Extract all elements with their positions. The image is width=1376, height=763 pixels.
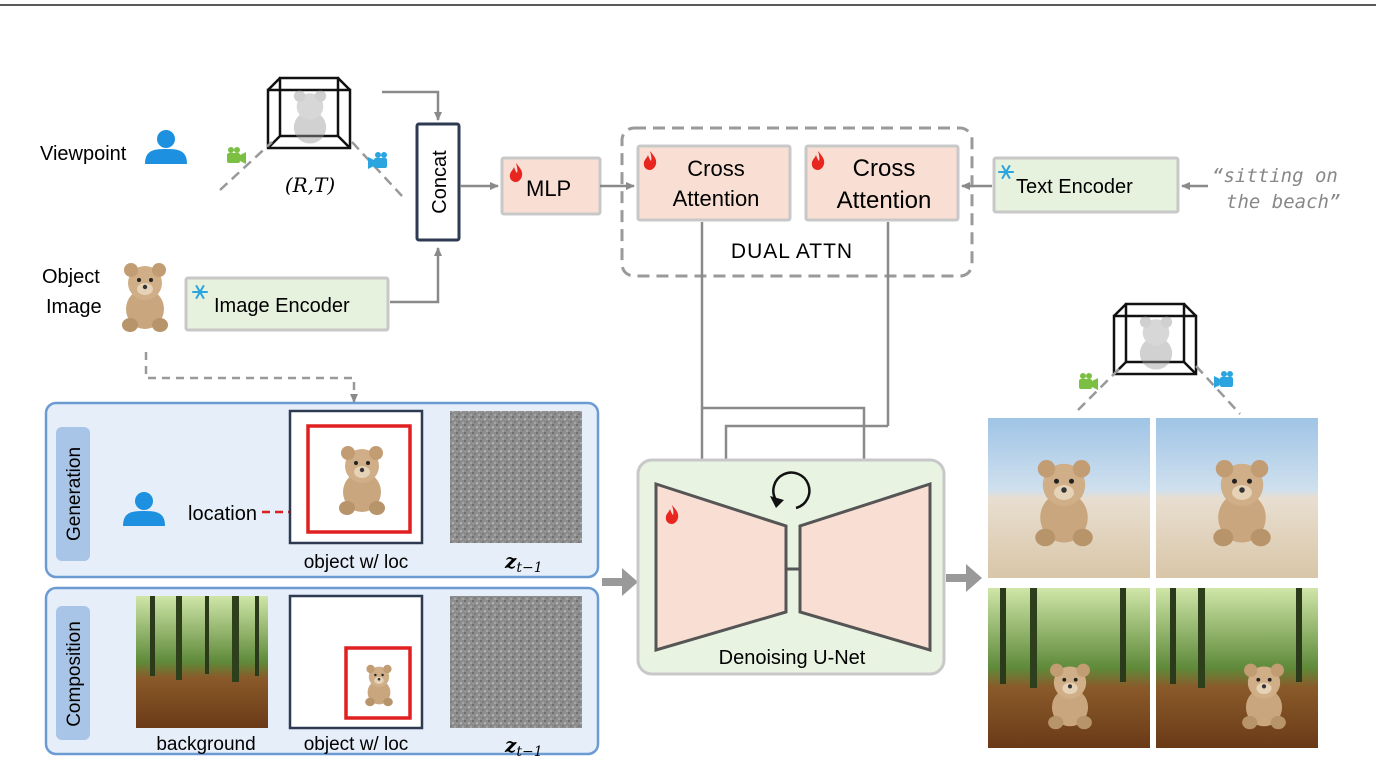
- cross-attention-1-line2: Attention: [673, 186, 760, 211]
- concat-box: [415, 122, 461, 242]
- composition-latent-caption: zt−1: [504, 733, 543, 760]
- cross-attention-1-box: [636, 144, 792, 222]
- unet-decoder: [798, 481, 932, 653]
- location-label: location: [188, 503, 257, 525]
- camera-green-icon: [227, 147, 246, 164]
- generation-tab: [56, 427, 90, 561]
- text-encoder-box: [992, 156, 1180, 214]
- camera-blue-icon: [368, 152, 387, 169]
- dual-attn-label: DUAL ATTN: [731, 240, 853, 263]
- generation-latent-caption: zt−1: [504, 549, 543, 576]
- viewpoint-person-icon: [145, 130, 187, 164]
- viewpoint-cube-icon: [266, 76, 352, 150]
- arrow-object-to-generation: [144, 352, 358, 403]
- background-caption: background: [156, 734, 255, 755]
- camera-right-ray: [351, 141, 403, 197]
- viewpoint-label: Viewpoint: [40, 143, 127, 165]
- arrow-pose-to-concat: [382, 90, 442, 121]
- generation-title: Generation: [64, 447, 85, 541]
- arrow-unet-to-outputs: [946, 564, 982, 592]
- output-beach-view-2: [1156, 418, 1318, 578]
- background-image: [136, 596, 268, 728]
- output-camera-left-ray: [1077, 365, 1123, 411]
- output-camera-right-ray: [1195, 365, 1241, 415]
- composition-object-caption: object w/ loc: [304, 734, 409, 755]
- arrow-panels-to-unet: [602, 568, 638, 596]
- cross-attention-1-line1: Cross: [687, 156, 744, 181]
- generation-latent-noise: [450, 411, 582, 543]
- output-camera-blue-icon: [1214, 371, 1233, 388]
- cross-attention-2-line1: Cross: [853, 155, 916, 182]
- composition-latent-noise: [450, 596, 582, 728]
- composition-red-box: [344, 646, 412, 720]
- prompt-line1: “sitting on: [1212, 165, 1338, 187]
- loop-icon: [772, 471, 811, 510]
- output-forest-view-1: [988, 588, 1150, 748]
- mlp-label: MLP: [526, 176, 571, 201]
- pose-label: (R,T): [285, 173, 335, 197]
- output-cube-icon: [1112, 302, 1198, 376]
- unet-encoder: [654, 481, 788, 653]
- concat-label: Concat: [429, 150, 451, 214]
- image-encoder-box: [184, 276, 390, 332]
- output-camera-green-icon: [1079, 373, 1098, 390]
- composition-tab: [56, 606, 90, 740]
- loop-arrowhead-icon: [770, 496, 784, 508]
- composition-object-canvas: [288, 594, 424, 730]
- cross-attention-2-line2: Attention: [837, 187, 932, 214]
- generation-red-box: [306, 424, 412, 534]
- camera-left-ray: [219, 141, 273, 191]
- dual-attn-group: [620, 126, 974, 278]
- composition-title: Composition: [64, 621, 85, 727]
- image-encoder-label: Image Encoder: [214, 295, 350, 317]
- object-image-teddy: [122, 263, 168, 332]
- prompt-line2: the beach”: [1226, 191, 1340, 213]
- object-image-label-1: Object: [42, 266, 100, 288]
- text-encoder-label: Text Encoder: [1016, 176, 1133, 198]
- output-beach-view-1: [988, 418, 1150, 578]
- arrow-image-to-concat: [390, 247, 442, 304]
- unet-label: Denoising U-Net: [719, 647, 866, 669]
- generation-object-caption: object w/ loc: [304, 552, 409, 573]
- cross-attention-2-box: [804, 144, 960, 222]
- object-image-label-2: Image: [46, 296, 102, 318]
- output-forest-view-2: [1156, 588, 1318, 748]
